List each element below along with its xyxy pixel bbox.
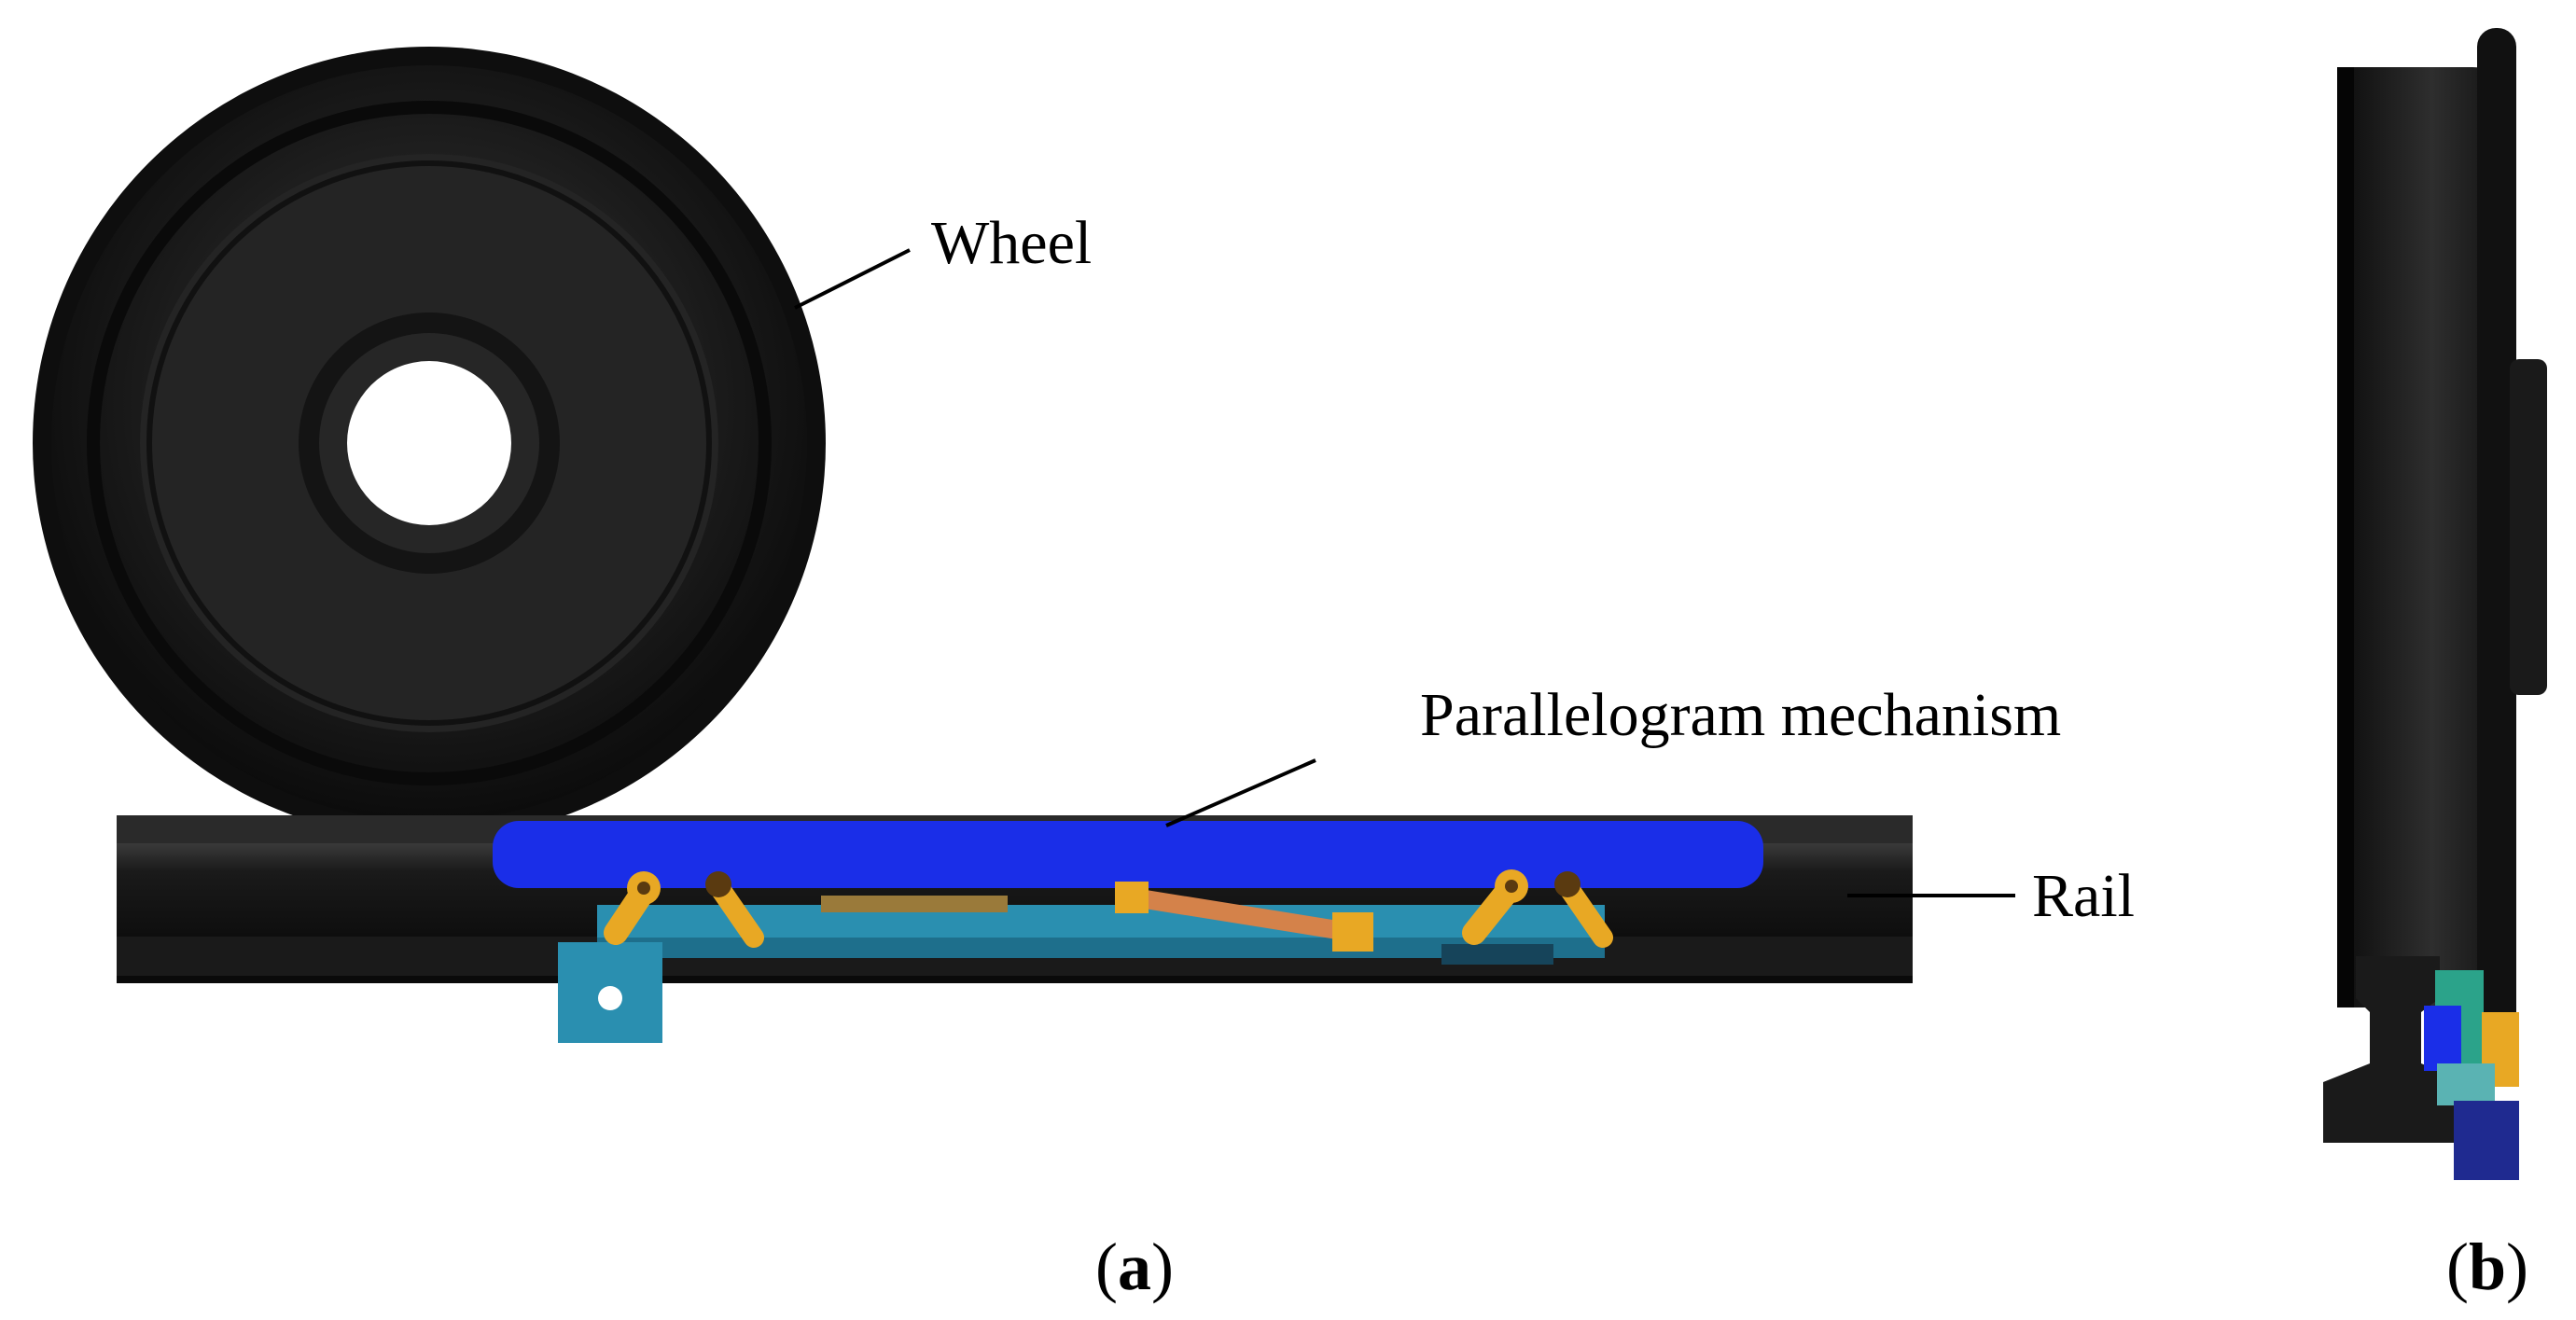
parallelogram-bar <box>493 821 1763 888</box>
panel-a-caption: (a) <box>1095 1230 1174 1304</box>
actuator-cylinder <box>1115 882 1373 952</box>
mechanism-links <box>604 869 1613 948</box>
mechanism-leader-line <box>1165 758 1316 827</box>
mechanism-frame <box>558 896 1605 1043</box>
wheel-leader-line <box>794 248 911 310</box>
mechanism-label: Parallelogram mechanism <box>1420 681 2061 749</box>
wheel-side-view <box>2337 28 2547 1045</box>
mechanism-cross-section <box>2424 970 2519 1180</box>
rail-cross-section <box>2323 956 2468 1143</box>
wheel-front-view <box>33 47 826 840</box>
rail-label: Rail <box>2032 862 2135 930</box>
panel-b-caption: (b) <box>2446 1230 2528 1304</box>
panel-a: Wheel Parallelogram mechanism Rail (a) <box>33 47 2135 1304</box>
wheel-label: Wheel <box>931 209 1092 277</box>
panel-b: (b) <box>2323 28 2547 1304</box>
